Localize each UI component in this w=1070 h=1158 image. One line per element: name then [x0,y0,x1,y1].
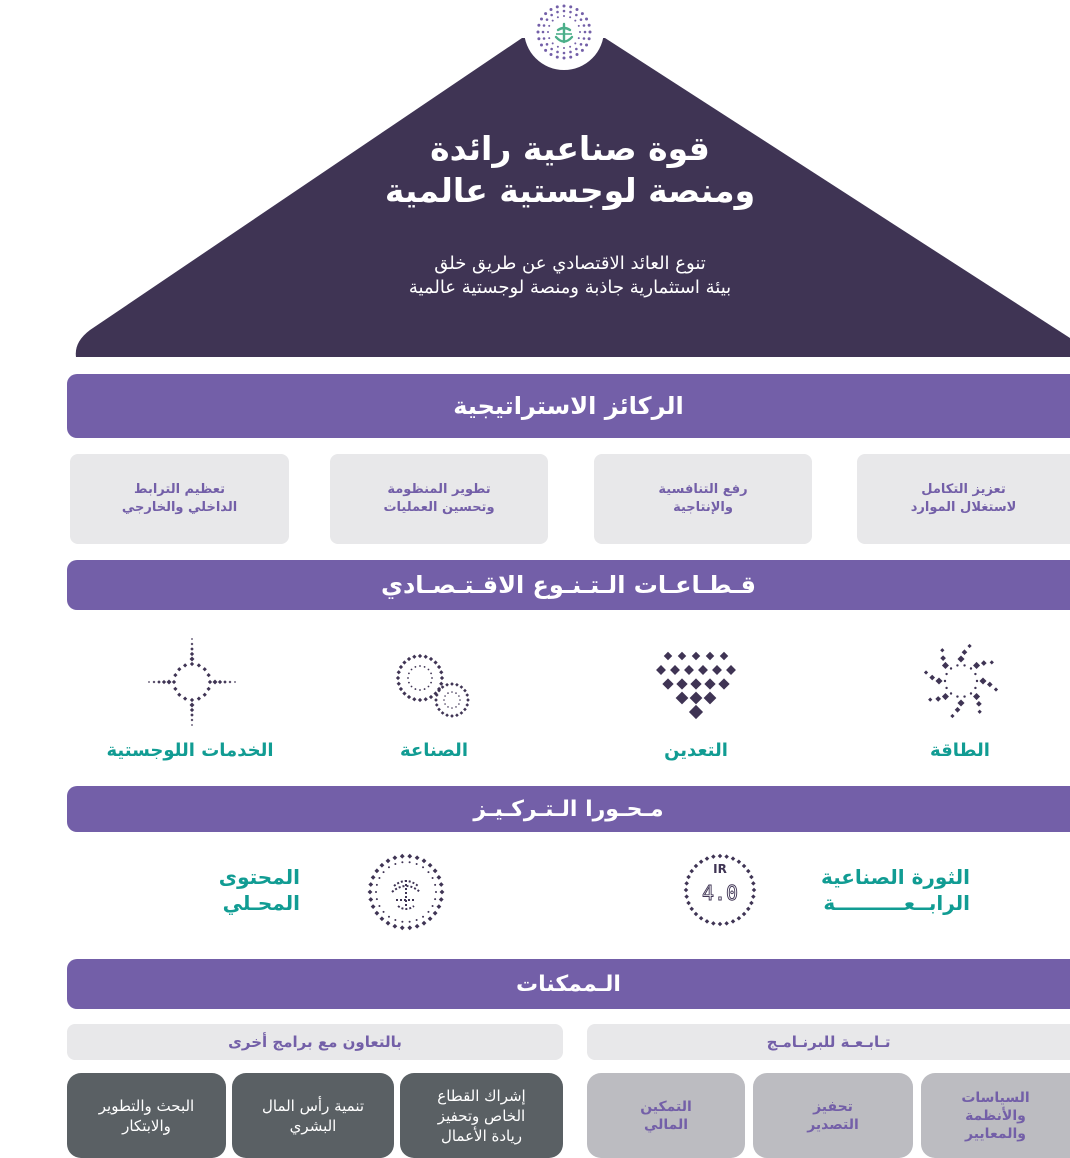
pillar-line1: تعزيز التكامل [921,482,1006,497]
pillar-line1: تطوير المنظومة [387,482,491,497]
tile-line: ريادة الأعمال [440,1126,523,1145]
partner-tile: تنمية رأس المال البشري [232,1073,394,1158]
logistics-icon [147,637,237,727]
pillars-header-label: الركائز الاستراتيجية [453,392,684,420]
ir40-icon-main-text: 4.0 [702,881,738,905]
pillar-card: تطوير المنظومة وتحسين العمليات [330,454,548,544]
focus-line2: المحـلي [222,891,300,915]
tile-line: المالي [643,1116,689,1133]
focus-header-label: مـحـورا الـتـركـيـز [473,796,664,822]
sector-label-industry: الصناعة [400,740,468,761]
enablers-header-label: الـممكنات [516,971,621,997]
focus-item-local-content: المحتوى المحـلي [170,864,300,916]
pillar-line2: لاستغلال الموارد [910,500,1017,515]
vision-title-line2: ومنصة لوجستية عالمية [384,171,756,210]
partner-tile: البحث والتطوير والابتكار [67,1073,226,1158]
tile-line: والمعايير [965,1125,1026,1142]
focus-line2: الرابــعــــــــــة [823,891,970,915]
vision-subtitle-line1: تنوع العائد الاقتصادي عن طريق خلق [434,253,706,274]
enablers-header: الـممكنات [67,959,1070,1009]
vision-subtitle: تنوع العائد الاقتصادي عن طريق خلق بيئة ا… [300,252,840,300]
tile-line: التصدير [807,1116,859,1133]
tile-line: إشراك القطاع [437,1086,526,1105]
tile-line: والأنظمة [965,1107,1026,1124]
sector-label-energy: الطاقة [930,740,990,761]
mining-icon [656,651,736,720]
tile-line: السياسات [961,1089,1030,1106]
focus-line1: الثورة الصناعية [820,865,970,889]
palm-emblem-icon [367,853,445,931]
sector-label-mining: التعدين [664,740,728,761]
partner-tile: إشراك القطاع الخاص وتحفيز ريادة الأعمال [400,1073,563,1158]
ir40-icon-top-text: IR [713,862,727,876]
pillar-line1: رفع التنافسية [658,482,748,497]
saudi-emblem-icon [536,4,592,60]
pillar-line2: الداخلي والخارجي [121,500,238,515]
sector-label-logistics: الخدمات اللوجستية [106,740,274,761]
pillar-line2: وتحسين العمليات [383,500,495,515]
partners-header-label: بالتعاون مع برامج أخرى [228,1033,402,1051]
partners-header: بالتعاون مع برامج أخرى [67,1024,563,1060]
pillar-card: تعظيم الترابط الداخلي والخارجي [70,454,289,544]
ir40-icon: IR 4.0 [683,853,757,927]
program-header: تـابـعـة للبرنـامـج [587,1024,1070,1060]
tile-line: البحث والتطوير [98,1096,195,1115]
industry-icon [395,653,470,718]
vision-title-line1: قوة صناعية رائدة [430,129,710,168]
pillar-card: رفع التنافسية والإنتاجية [594,454,812,544]
focus-line1: المحتوى [218,865,300,889]
vision-title: قوة صناعية رائدة ومنصة لوجستية عالمية [300,128,840,212]
pillar-card: تعزيز التكامل لاستغلال الموارد [857,454,1070,544]
tile-line: تحفيز [813,1098,853,1115]
tile-line: والابتكار [122,1116,171,1135]
tile-line: تنمية رأس المال [261,1096,365,1115]
tile-line: التمكين [640,1098,692,1115]
pillar-line1: تعظيم الترابط [134,482,225,497]
tile-line: البشري [289,1116,337,1135]
vision-subtitle-line2: بيئة استثمارية جاذبة ومنصة لوجستية عالمي… [408,277,732,298]
tile-line: الخاص وتحفيز [437,1106,526,1125]
program-tile: التمكين المالي [587,1073,745,1158]
pillars-header: الركائز الاستراتيجية [67,374,1070,438]
sectors-header-label: قـطـاعـات الـتـنـوع الاقـتـصـادي [380,571,757,599]
program-tile: السياسات والأنظمة والمعايير [921,1073,1070,1158]
program-header-label: تـابـعـة للبرنـامـج [766,1033,891,1051]
sectors-header: قـطـاعـات الـتـنـوع الاقـتـصـادي [67,560,1070,610]
pillar-line2: والإنتاجية [673,500,733,515]
program-tile: تحفيز التصدير [753,1073,913,1158]
focus-item-ir40: الثورة الصناعية الرابــعــــــــــة [800,864,970,916]
focus-header: مـحـورا الـتـركـيـز [67,786,1070,832]
energy-icon [923,643,999,719]
